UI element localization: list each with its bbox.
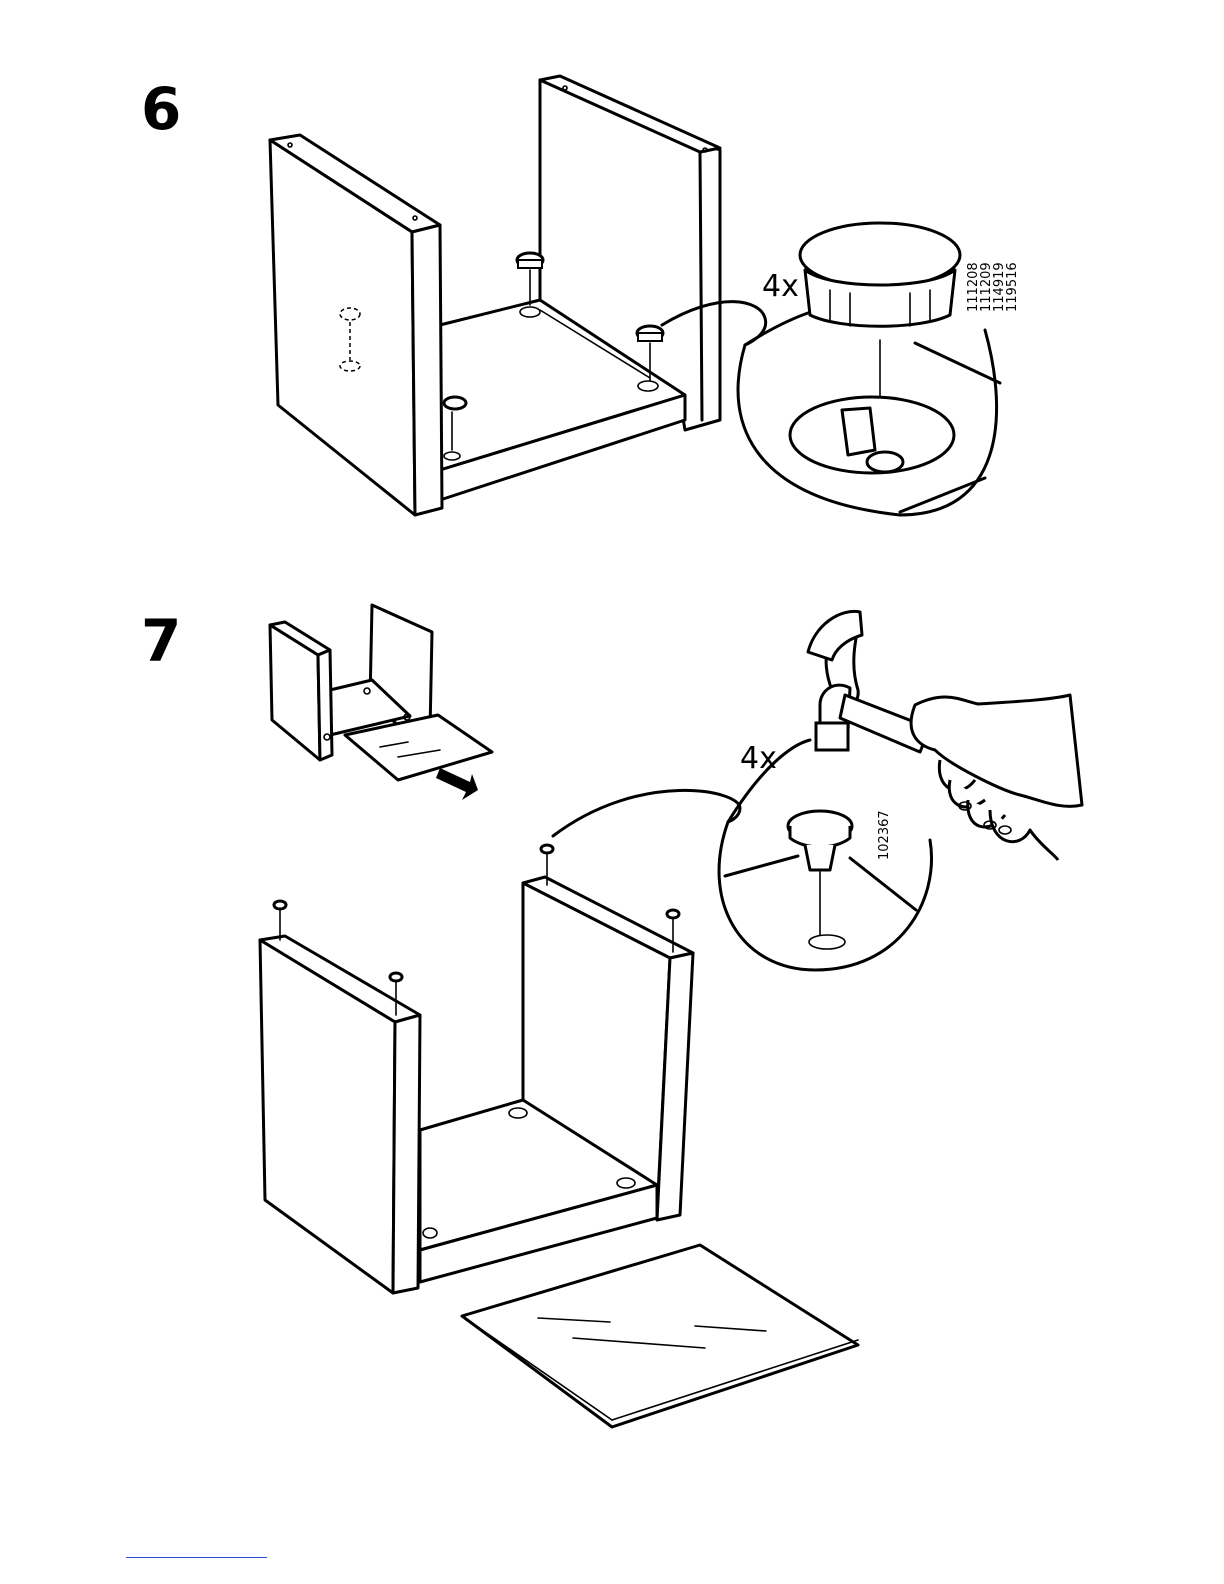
side-panel-edge <box>393 1015 420 1293</box>
part-number-119516: 119516 <box>1005 262 1020 312</box>
nail-foot-1 <box>274 901 286 940</box>
step-6-cabinet <box>270 76 720 515</box>
footer-link-line <box>126 1557 267 1558</box>
step-6-quantity: 4x <box>762 269 799 304</box>
hand-icon <box>911 695 1082 860</box>
glass-panel <box>462 1245 858 1427</box>
part-number-102367: 102367 <box>877 810 892 860</box>
slide-arrow <box>436 768 478 800</box>
step-7-cabinet <box>260 845 693 1293</box>
step-7-preview-cabinet <box>270 605 492 800</box>
side-panel-edge <box>412 225 442 515</box>
step-7-quantity: 4x <box>740 741 777 776</box>
